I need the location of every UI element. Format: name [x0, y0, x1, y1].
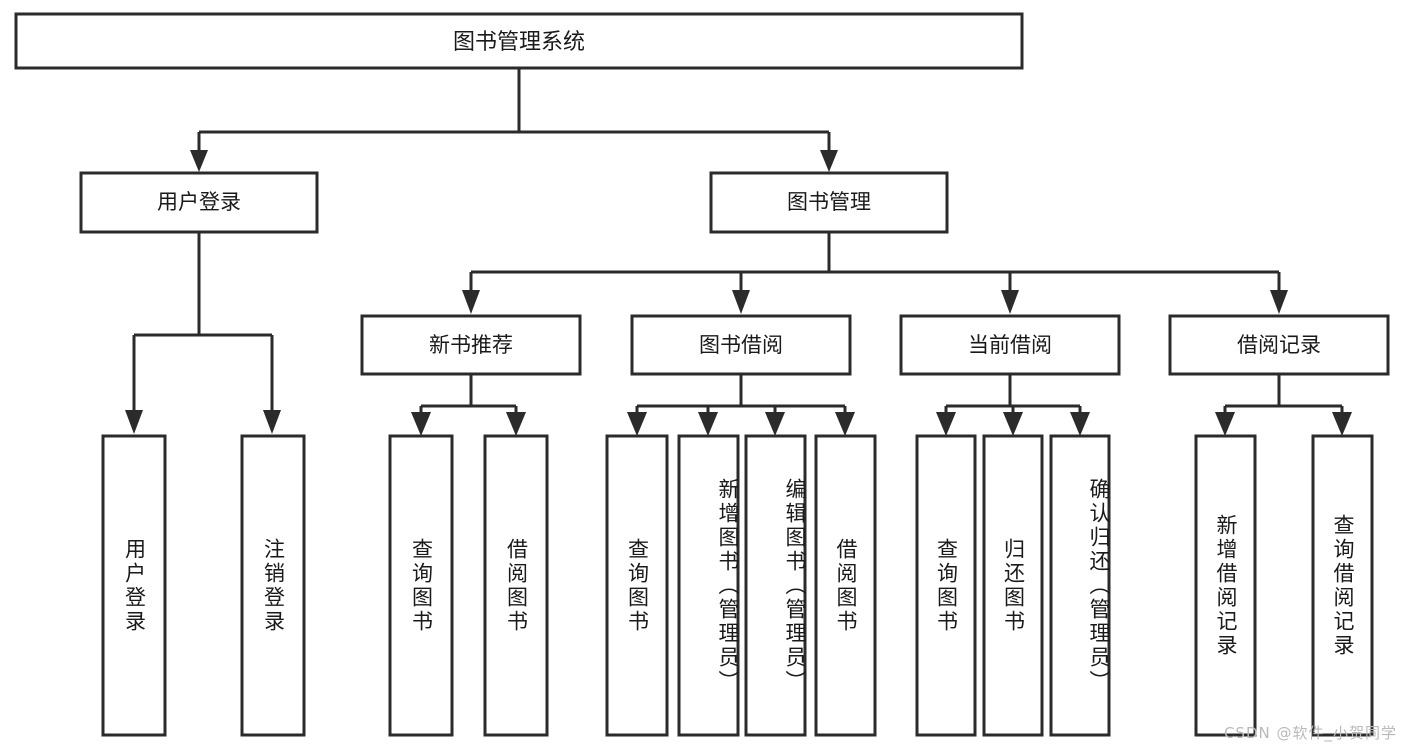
- leaf-box-add-record[interactable]: [1194, 434, 1257, 737]
- node-root[interactable]: 图书管理系统: [14, 12, 1024, 70]
- node-user-login-box[interactable]: [79, 171, 319, 234]
- leaf-box-borrow-book-2[interactable]: [814, 434, 877, 737]
- leaf-box-query-book-2[interactable]: [605, 434, 669, 737]
- leaf-box-user-login[interactable]: [101, 434, 167, 737]
- leaf-box-add-book[interactable]: [677, 434, 740, 737]
- node-root-label: 图书管理系统: [453, 30, 585, 55]
- node-root-box[interactable]: [14, 12, 1024, 70]
- csdn-watermark: CSDN @软件_小贺同学: [1223, 724, 1397, 742]
- node-current-borrow[interactable]: 当前借阅: [899, 314, 1121, 376]
- node-new-book-rec-label: 新书推荐: [429, 333, 513, 357]
- arrow-to-leaf-query-book-3: [936, 412, 956, 436]
- arrow-to-leaf-user-login: [125, 410, 143, 434]
- node-borrow-record[interactable]: 借阅记录: [1168, 314, 1390, 376]
- node-book-borrow-label: 图书借阅: [699, 333, 783, 357]
- arrow-to-book-manage: [820, 150, 838, 172]
- arrow-to-leaf-edit-book: [765, 412, 785, 436]
- node-new-book-rec-box[interactable]: [360, 314, 582, 376]
- arrow-to-book-borrow: [732, 290, 750, 314]
- leaf-box-query-book-3[interactable]: [915, 434, 977, 737]
- arrow-to-leaf-query-book-2: [627, 412, 647, 436]
- arrow-to-leaf-add-book: [698, 412, 718, 436]
- node-book-manage-label: 图书管理: [787, 190, 871, 214]
- arrow-to-leaf-add-record: [1215, 412, 1235, 436]
- arrow-to-leaf-borrow-book-1: [506, 412, 526, 436]
- leaf-box-query-book-1[interactable]: [388, 434, 454, 737]
- leaf-box-edit-book[interactable]: [744, 434, 807, 737]
- arrow-to-new-book-rec: [462, 290, 480, 314]
- connector-group-borrow-record: [1215, 374, 1352, 436]
- arrow-to-leaf-confirm-return: [1070, 412, 1090, 436]
- node-borrow-record-label: 借阅记录: [1237, 333, 1321, 357]
- leaf-box-return-book[interactable]: [982, 434, 1044, 737]
- leaf-box-group: [101, 434, 1374, 737]
- leaf-box-borrow-book-1[interactable]: [483, 434, 549, 737]
- connector-group-root: [190, 68, 838, 172]
- arrow-to-user-login: [190, 150, 208, 172]
- node-current-borrow-label: 当前借阅: [968, 333, 1052, 357]
- arrow-to-leaf-query-record: [1332, 412, 1352, 436]
- arrow-to-current-borrow: [1001, 290, 1019, 314]
- connector-group-book-borrow: [627, 374, 855, 436]
- node-book-manage-box[interactable]: [709, 171, 949, 234]
- arrow-to-borrow-record: [1270, 290, 1288, 314]
- connector-group-user-login: [125, 232, 281, 434]
- node-user-login-label: 用户登录: [157, 190, 241, 214]
- leaf-box-confirm-return[interactable]: [1049, 434, 1111, 737]
- node-current-borrow-box[interactable]: [899, 314, 1121, 376]
- arrow-to-leaf-borrow-book-2: [835, 412, 855, 436]
- leaf-box-logout[interactable]: [240, 434, 306, 737]
- connector-group-new-book-rec: [411, 374, 526, 436]
- node-user-login[interactable]: 用户登录: [79, 171, 319, 234]
- node-book-borrow[interactable]: 图书借阅: [630, 314, 852, 376]
- node-borrow-record-box[interactable]: [1168, 314, 1390, 376]
- connector-group-current-borrow: [936, 374, 1090, 436]
- arrow-to-leaf-query-book-1: [411, 412, 431, 436]
- leaf-box-query-record[interactable]: [1311, 434, 1374, 737]
- arrow-to-leaf-return-book: [1003, 412, 1023, 436]
- connector-group-book-manage: [462, 232, 1288, 314]
- node-book-manage[interactable]: 图书管理: [709, 171, 949, 234]
- node-new-book-rec[interactable]: 新书推荐: [360, 314, 582, 376]
- node-book-borrow-box[interactable]: [630, 314, 852, 376]
- arrow-to-leaf-logout: [263, 410, 281, 434]
